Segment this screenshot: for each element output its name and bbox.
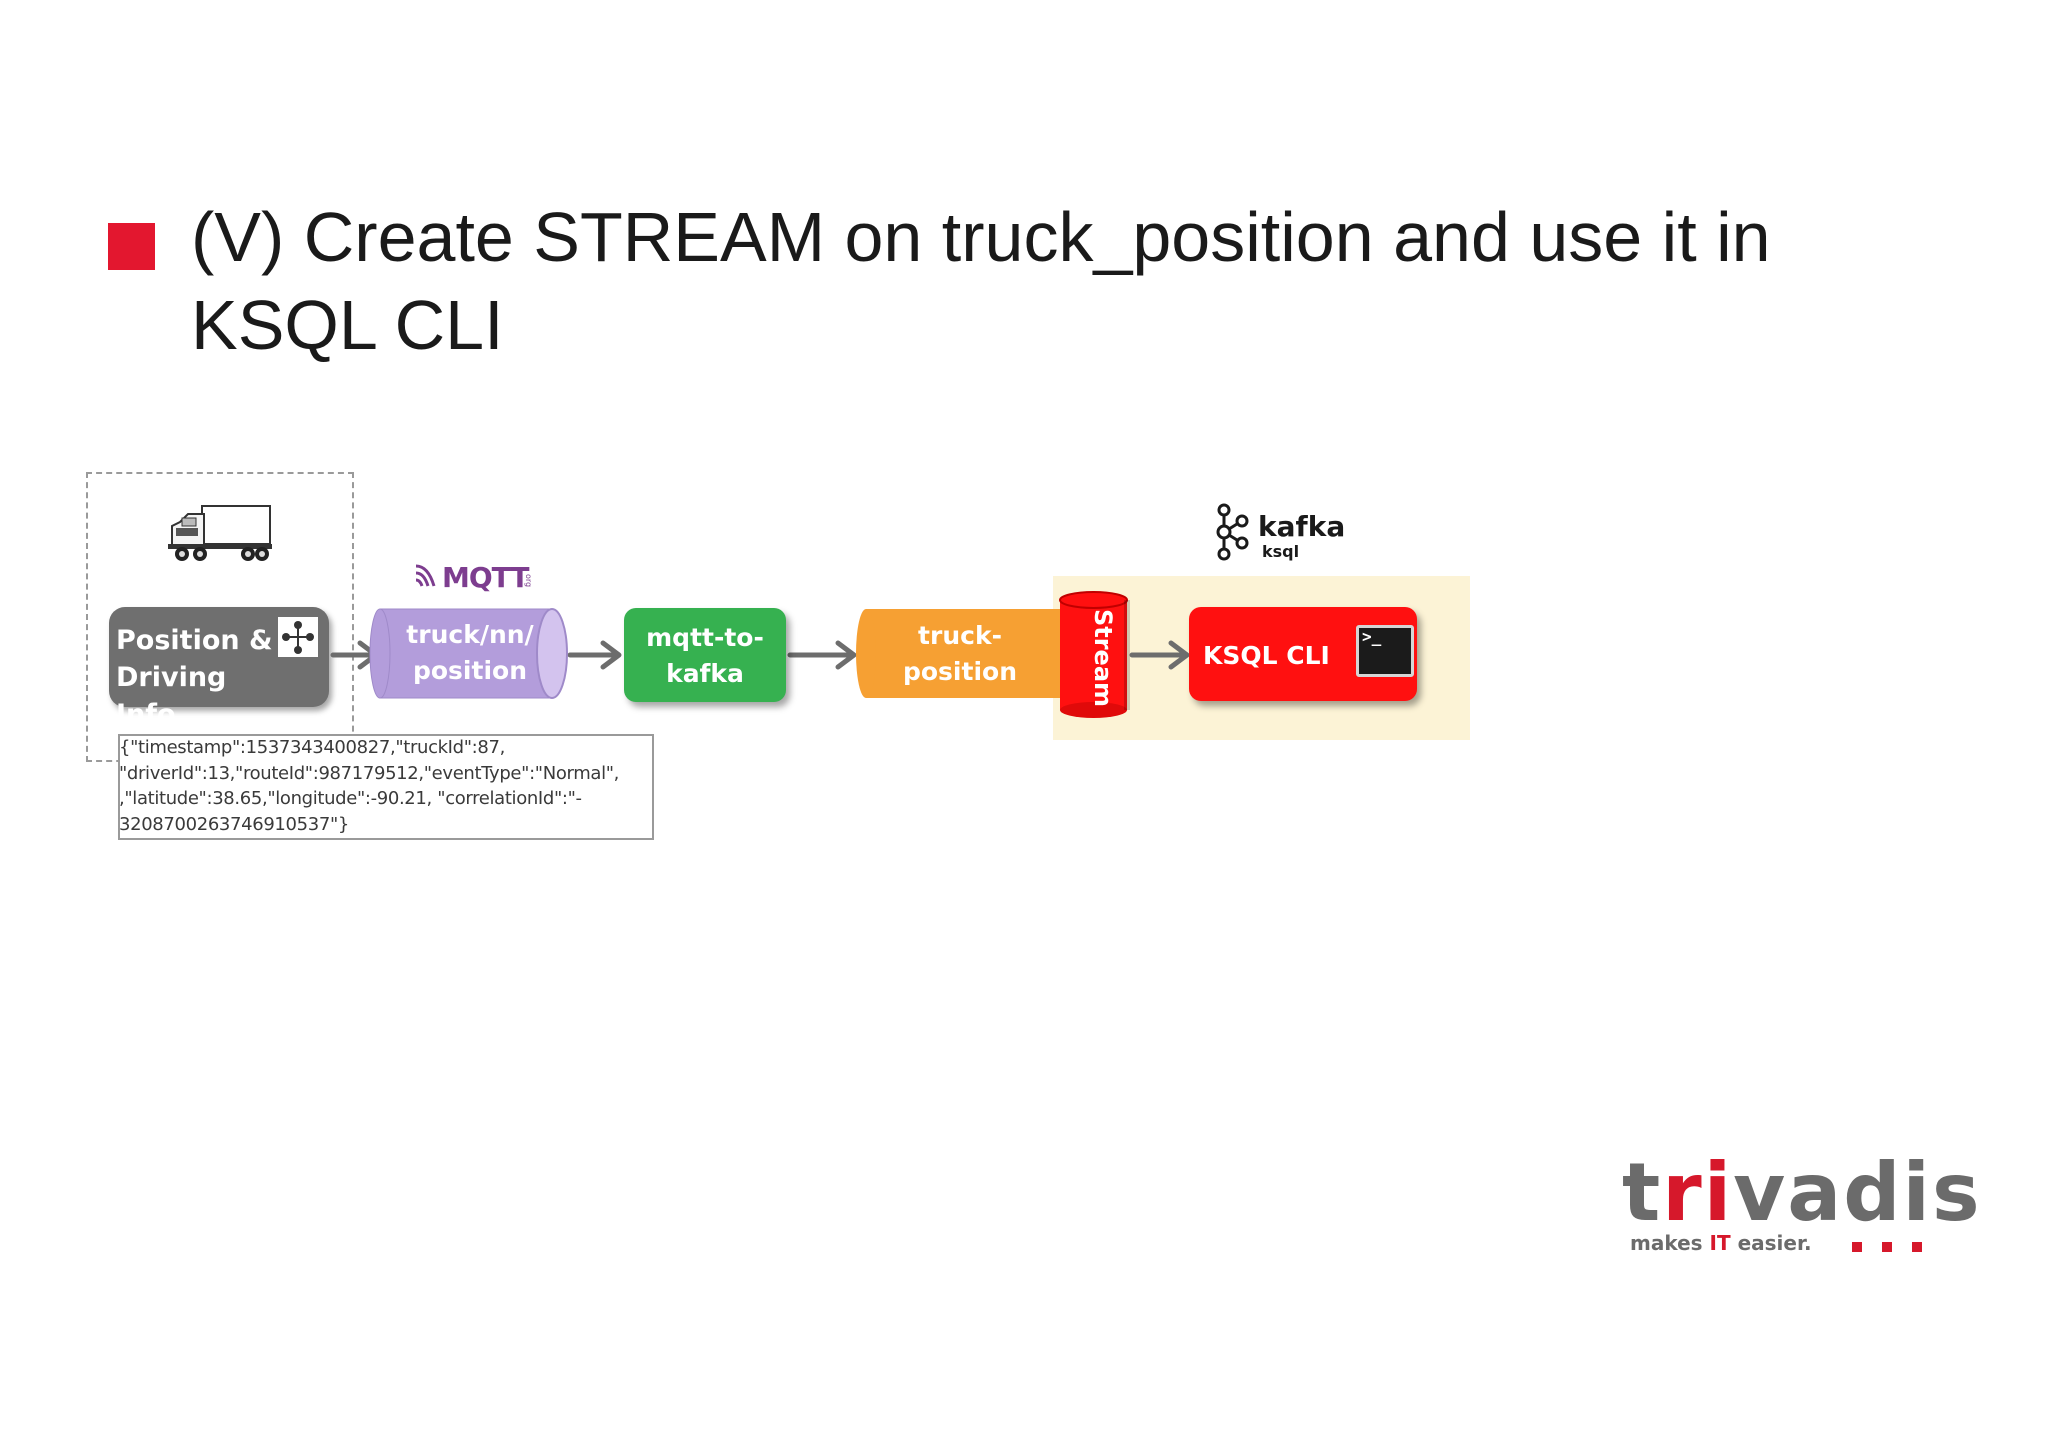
logo-part: vadis (1733, 1146, 1982, 1239)
ksql-cli-label: KSQL CLI (1203, 641, 1330, 670)
tagline-part: easier. (1730, 1231, 1812, 1255)
svg-text:org: org (524, 574, 533, 587)
connector-label-line1: mqtt-to- (646, 623, 764, 652)
kafka-topic-cylinder (856, 609, 1076, 698)
logo-dot (1912, 1242, 1922, 1252)
sample-message-text: {"timestamp":1537343400827,"truckId":87,… (118, 734, 655, 837)
terminal-icon (1356, 625, 1414, 677)
arrow-stream-to-ksql (1129, 640, 1190, 670)
title-bullet (108, 223, 155, 270)
sample-message-line: 3208700263746910537"} (119, 813, 349, 835)
source-label-line1: Position & (116, 625, 273, 656)
svg-text:MQTT: MQTT (442, 561, 529, 592)
sample-message-line: ,"latitude":38.65,"longitude":-90.21, "c… (119, 788, 582, 809)
slide-title: (V) Create STREAM on truck_position and … (191, 198, 1771, 364)
terminal-prompt: >_ (1362, 627, 1382, 646)
source-label: Position & Driving Info (116, 622, 286, 733)
mqtt-topic-label-line2: position (412, 656, 527, 685)
kafka-topic-label-line2: position (902, 657, 1017, 686)
mqtt-topic-label: truck/nn/ position (390, 617, 550, 689)
mqtt-topic-cylinder (369, 608, 568, 699)
kafka-topic-label-line1: truck- (918, 621, 1002, 650)
sample-message-line: "driverId":13,"routeId":987179512,"event… (119, 762, 620, 784)
kafka-topic-label: truck- position (880, 618, 1040, 690)
kafka-ksql-logo: kafka ksql (1216, 503, 1345, 561)
tagline-accent: IT (1709, 1231, 1731, 1255)
stream-label: Stream (1089, 608, 1117, 708)
network-hierarchy-icon (278, 617, 318, 657)
arrow-mqtt-to-connector (567, 640, 622, 670)
truck-icon (168, 505, 272, 561)
connector-label: mqtt-to- kafka (624, 620, 786, 692)
connector-box (624, 608, 786, 702)
sample-message-box (118, 734, 654, 840)
trivadis-logo: trivadis (1622, 1148, 1982, 1238)
logo-dot (1882, 1242, 1892, 1252)
mqtt-topic-label-line1: truck/nn/ (406, 620, 534, 649)
stream-cylinder (1059, 591, 1130, 718)
logo-accent: ri (1662, 1146, 1734, 1239)
arrow-connector-to-topic (787, 640, 857, 670)
svg-text:ksql: ksql (1262, 542, 1299, 561)
source-label-line2: Driving Info (116, 662, 227, 730)
sample-message-line: {"timestamp":1537343400827,"truckId":87, (119, 737, 505, 758)
logo-part: t (1622, 1146, 1663, 1239)
connector-label-line2: kafka (666, 659, 744, 688)
mqtt-logo: MQTT org (415, 561, 533, 592)
tagline-part: makes (1630, 1231, 1710, 1255)
logo-dot (1852, 1242, 1862, 1252)
trivadis-tagline: makes IT easier. (1630, 1230, 1812, 1256)
svg-text:kafka: kafka (1258, 510, 1345, 543)
